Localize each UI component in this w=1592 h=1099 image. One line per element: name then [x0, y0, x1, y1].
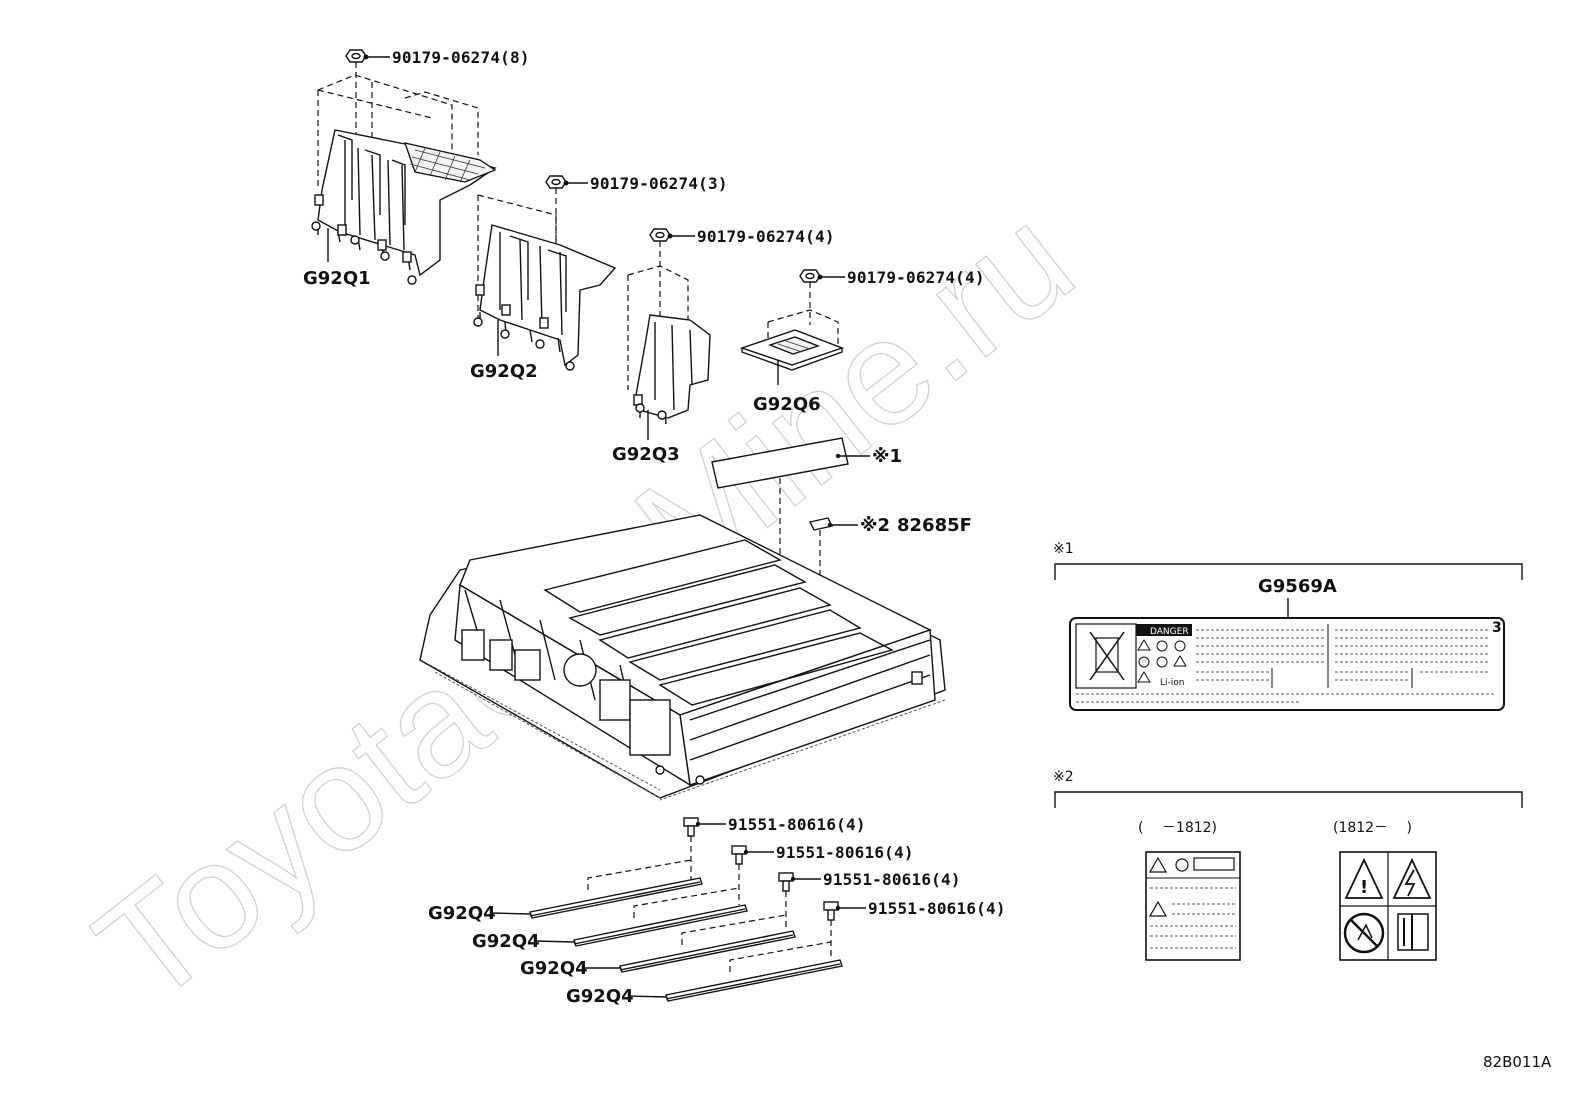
nut-label-1: 90179-06274(8)	[392, 48, 530, 67]
bolt-label-2: 91551-80616(4)	[776, 843, 914, 862]
figure-code: 82B011A	[1483, 1053, 1552, 1071]
nut-icon	[799, 269, 821, 283]
rail-icon	[665, 959, 843, 1002]
nut-icon	[649, 228, 671, 242]
rail-label-3: G92Q4	[520, 958, 588, 979]
rails-group: 91551-80616(4) 91551-80616(4) 91551-8061…	[428, 815, 1006, 1007]
nut-label-2: 90179-06274(3)	[590, 174, 728, 193]
ref1-marker: ※1	[872, 446, 902, 467]
detail2-marker: ※2	[1053, 769, 1074, 785]
label-small-icon	[808, 517, 834, 531]
detail2-after-label: (1812－ )	[1333, 820, 1412, 836]
detail1-panel: ※1 G9569A DANGER Li-ion	[1053, 541, 1523, 711]
bracket-g92q1-group: 90179-06274(8)	[303, 48, 530, 289]
bracket-g92q3-group: 90179-06274(4) G92Q3	[612, 227, 835, 465]
bracket-g92q2-icon	[473, 224, 617, 371]
detail1-marker: ※1	[1053, 541, 1074, 557]
svg-text:!: !	[1360, 877, 1368, 898]
bolt-label-4: 91551-80616(4)	[868, 899, 1006, 918]
old-label-icon	[1145, 851, 1241, 961]
bolt-icon	[731, 845, 747, 865]
label-sheet-icon	[711, 437, 849, 489]
label-82685f: 82685F	[897, 515, 972, 536]
bolt-icon	[683, 817, 699, 837]
nut-icon	[545, 175, 567, 189]
label-ref2-group: ※2 82685F	[808, 515, 972, 590]
nut-label-4: 90179-06274(4)	[847, 268, 985, 287]
nut-icon	[345, 49, 367, 63]
detail2-before-label: ( －1812)	[1138, 820, 1217, 836]
nut-label-3: 90179-06274(4)	[697, 227, 835, 246]
bolt-icon	[778, 872, 794, 892]
rail-label-2: G92Q4	[472, 931, 540, 952]
warning-label-icon: DANGER Li-ion	[1069, 617, 1505, 711]
li-ion-text: Li-ion	[1160, 678, 1184, 688]
new-label-icon: !	[1339, 851, 1437, 961]
bracket-label-g92q3: G92Q3	[612, 444, 680, 465]
danger-text: DANGER	[1150, 627, 1189, 637]
bracket-label-g92q1: G92Q1	[303, 268, 371, 289]
bolt-label-1: 91551-80616(4)	[728, 815, 866, 834]
bracket-label-g92q6: G92Q6	[753, 394, 821, 415]
rail-icon	[619, 930, 796, 973]
corner-number: 3	[1492, 620, 1502, 636]
bracket-g92q3-icon	[633, 314, 711, 425]
detail2-panel: ※2 ( －1812) (1812－ ) !	[1053, 769, 1523, 961]
detail1-part-label: G9569A	[1258, 576, 1337, 597]
bracket-g92q1-icon	[311, 129, 497, 285]
bracket-g92q6-icon	[739, 329, 845, 371]
rail-icon	[573, 904, 748, 947]
bracket-g92q6-group: 90179-06274(4) G92Q6	[739, 268, 985, 415]
rail-label-1: G92Q4	[428, 903, 496, 924]
bolt-label-3: 91551-80616(4)	[823, 870, 961, 889]
rail-label-4: G92Q4	[566, 986, 634, 1007]
bracket-g92q2-group: 90179-06274(3) G92Q2	[470, 174, 728, 382]
bracket-label-g92q2: G92Q2	[470, 361, 538, 382]
rail-icon	[529, 877, 703, 919]
ref2-marker: ※2	[860, 515, 890, 536]
bolt-icon	[823, 901, 839, 921]
battery-pack-icon	[419, 514, 946, 801]
